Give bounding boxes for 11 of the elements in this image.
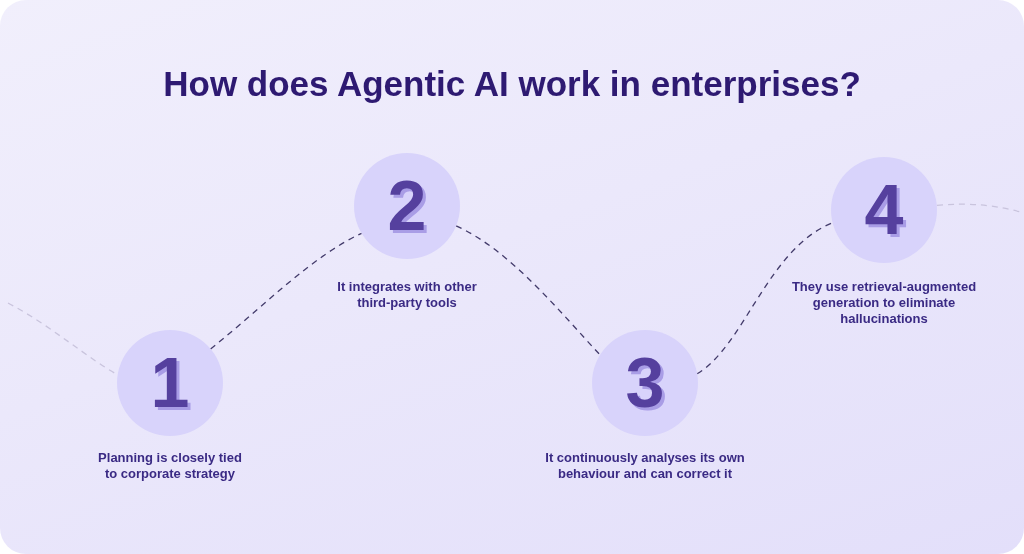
step-number: 3 <box>625 348 665 418</box>
dashed-connector <box>209 232 363 350</box>
step-number: 2 <box>387 171 427 241</box>
step-description: Planning is closely tied to corporate strategy <box>97 450 243 482</box>
title: How does Agentic AI work in enterprises? <box>163 63 861 105</box>
step-number: 4 <box>864 175 904 245</box>
step-description: It continuously analyses its own behaviour and can correct it <box>544 450 746 482</box>
dashed-connector <box>455 225 601 356</box>
step-description: They use retrieval-augmented generation to eliminate hallucinations <box>790 279 978 327</box>
step-description: It integrates with other third-party tools <box>336 279 478 311</box>
step-number: 1 <box>150 348 190 418</box>
